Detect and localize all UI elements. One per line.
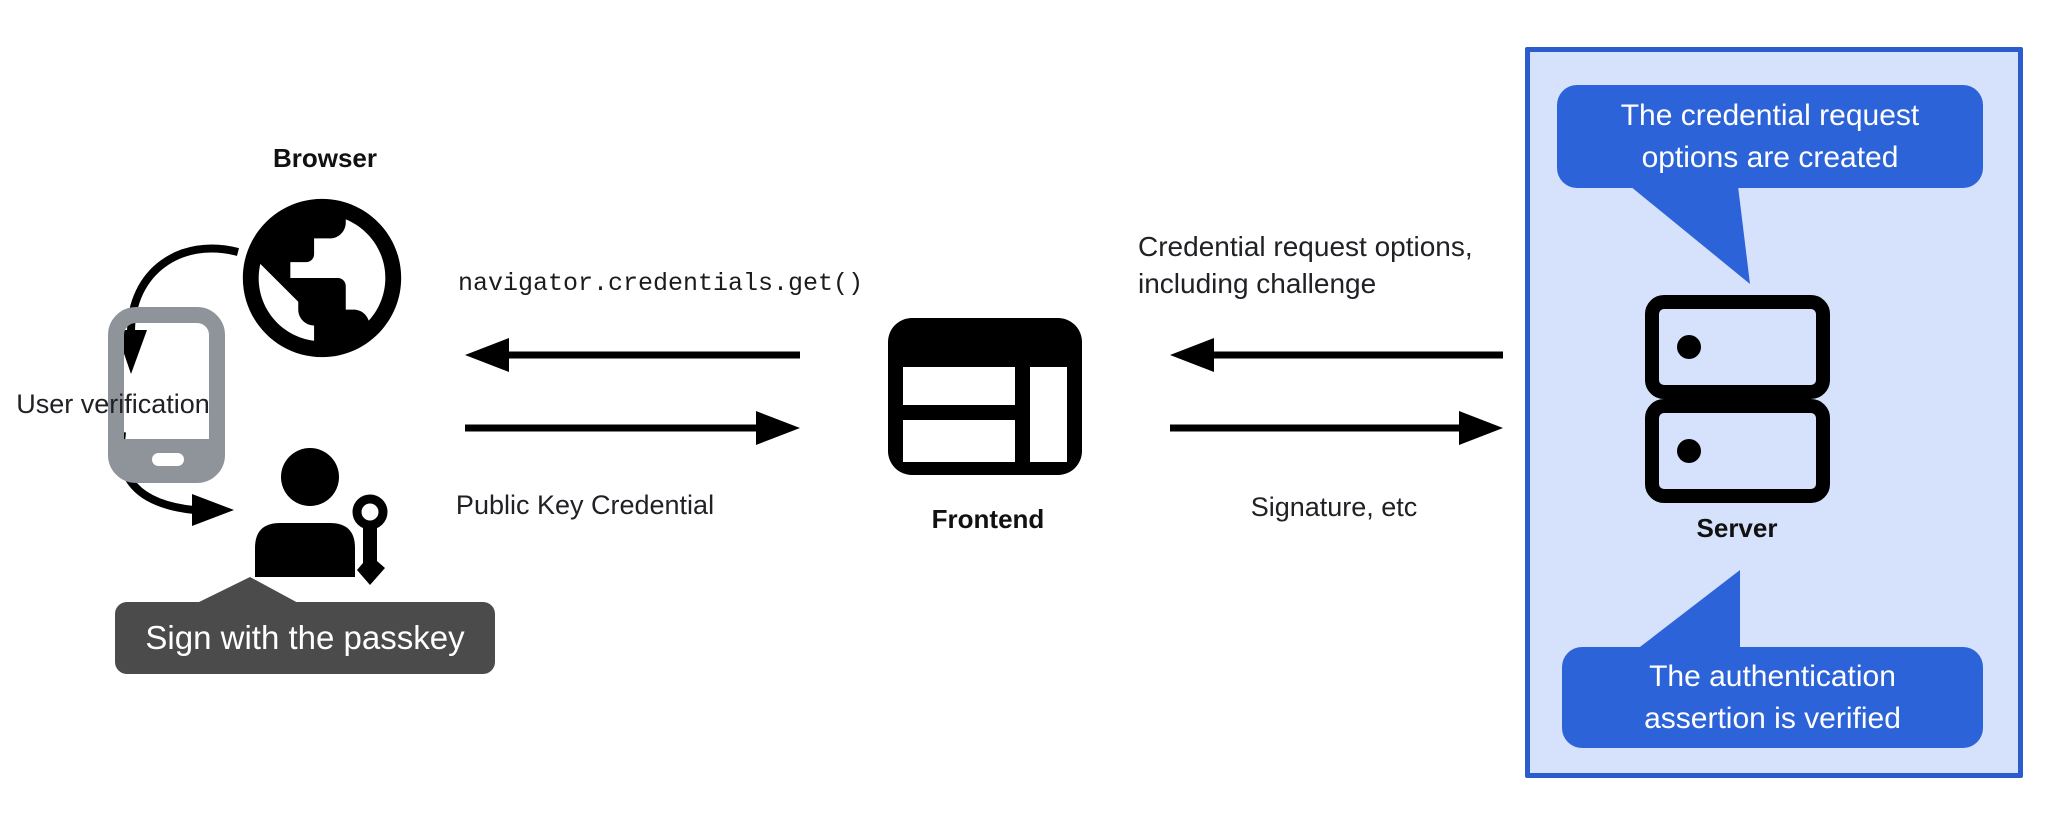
passkey-tooltip-tail	[195, 577, 300, 604]
key-shaft	[357, 527, 385, 585]
arrow-frontend-to-browser	[465, 338, 800, 372]
public-key-credential-label: Public Key Credential	[455, 490, 715, 520]
arrow-server-to-frontend	[1170, 338, 1503, 372]
server-bubble-top: The credential request options are creat…	[1557, 85, 1983, 188]
key-bow	[352, 494, 388, 530]
person-with-key-icon	[255, 448, 388, 585]
server-bubble-top-tail	[1630, 186, 1750, 284]
smartphone-icon	[108, 307, 225, 483]
person-body	[255, 523, 355, 577]
browser-label: Browser	[272, 143, 378, 173]
user-verification-label: User verification	[16, 389, 210, 419]
server-bubble-bottom: The authentication assertion is verified	[1562, 647, 1983, 748]
server-panel: The credential request options are creat…	[1525, 47, 2023, 778]
server-stack-icon	[1645, 295, 1830, 503]
server-label: Server	[1696, 513, 1778, 543]
arrow-frontend-to-server	[1170, 411, 1503, 445]
api-call-label: navigator.credentials.get()	[458, 269, 864, 298]
signature-label: Signature, etc	[1250, 492, 1418, 522]
passkey-tooltip: Sign with the passkey	[115, 602, 495, 674]
arrow-browser-to-frontend	[465, 411, 800, 445]
person-head	[281, 448, 339, 506]
credential-request-label: Credential request options, including ch…	[1138, 231, 1473, 299]
browser-window-icon	[888, 318, 1082, 475]
server-bubble-bottom-tail	[1636, 570, 1740, 650]
frontend-label: Frontend	[931, 504, 1045, 534]
globe-icon	[242, 198, 402, 358]
